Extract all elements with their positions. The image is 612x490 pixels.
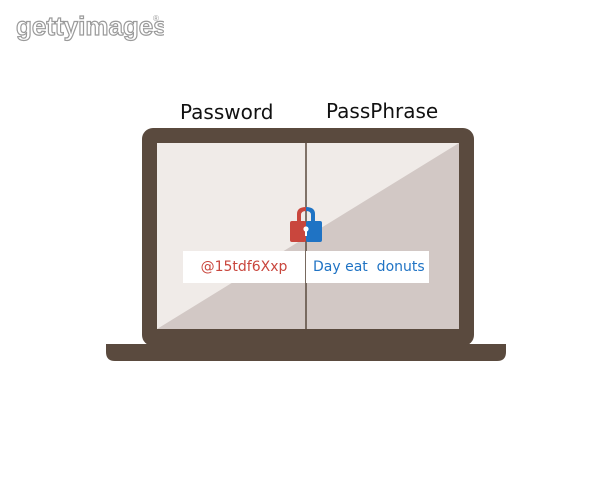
watermark-text: gettyimages bbox=[16, 11, 164, 41]
padlock-icon bbox=[290, 207, 322, 242]
gettyimages-watermark: gettyimages ® bbox=[15, 10, 164, 41]
passphrase-heading: PassPhrase bbox=[326, 99, 439, 123]
password-field: @15tdf6Xxp bbox=[183, 251, 305, 283]
laptop-base bbox=[106, 344, 506, 361]
password-heading: Password bbox=[180, 100, 274, 124]
passphrase-field: Day eat donuts bbox=[306, 251, 429, 283]
passphrase-value: Day eat donuts bbox=[313, 259, 425, 275]
watermark-registered-mark: ® bbox=[153, 14, 159, 23]
password-value: @15tdf6Xxp bbox=[200, 259, 288, 275]
